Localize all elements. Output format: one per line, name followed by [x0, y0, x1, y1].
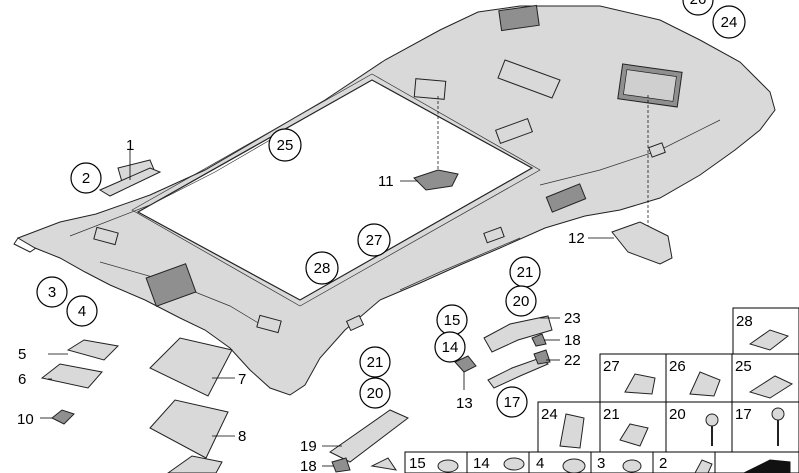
label-23: 23: [564, 310, 581, 327]
svg-text:21: 21: [367, 354, 384, 371]
part-reading-light: [413, 169, 459, 191]
callout-1: 1: [126, 137, 134, 154]
grid-label-20: 20: [669, 406, 686, 423]
label-12: 12: [568, 230, 585, 247]
grid-label-28: 28: [736, 313, 753, 330]
part-visor-cover-5: [66, 339, 120, 361]
callout-20-upper: 20: [505, 285, 537, 317]
svg-text:15: 15: [444, 312, 461, 329]
label-6: 6: [18, 371, 26, 388]
headliner-panel: [13, 4, 776, 396]
grid-label-21: 21: [603, 406, 620, 423]
callout-4: 4: [66, 295, 98, 327]
svg-text:27: 27: [366, 232, 383, 249]
label-18-lower: 18: [300, 458, 317, 473]
svg-text:26: 26: [690, 0, 707, 8]
part-clip-22: [533, 349, 551, 365]
callout-25: 25: [268, 128, 302, 162]
label-19: 19: [300, 438, 317, 455]
callout-28: 28: [305, 251, 339, 285]
label-10: 10: [17, 411, 34, 428]
grid-label-24: 24: [541, 406, 558, 423]
callout-24: 24: [712, 5, 746, 39]
callout-3: 3: [36, 276, 68, 308]
svg-text:3: 3: [48, 284, 56, 301]
part-clip-18-upper: [531, 333, 547, 347]
label-5: 5: [18, 346, 26, 363]
label-7: 7: [238, 371, 246, 388]
svg-text:28: 28: [314, 260, 331, 277]
svg-text:20: 20: [513, 293, 530, 310]
parts-grid: 28 27 26 25 24 21 20 17 15 14: [404, 307, 799, 473]
svg-text:21: 21: [517, 264, 534, 281]
svg-text:4: 4: [78, 303, 86, 320]
callout-26: 26: [682, 0, 714, 16]
grid-label-3: 3: [597, 455, 605, 472]
callout-15: 15: [436, 304, 468, 336]
grid-label-25: 25: [735, 358, 752, 375]
part-bracket-20: [370, 457, 398, 471]
grid-label-27: 27: [603, 358, 620, 375]
part-tray-7: [149, 337, 233, 397]
part-clip-18-lower: [331, 457, 351, 473]
svg-text:17: 17: [504, 394, 521, 411]
grid-label-2: 2: [659, 455, 667, 472]
label-18-upper: 18: [564, 332, 581, 349]
part-handle-rail: [483, 315, 553, 353]
grid-label-26: 26: [669, 358, 686, 375]
part-tray-8: [149, 399, 229, 459]
part-grab-handle-17: [487, 357, 549, 389]
part-bracket-19: [329, 409, 409, 463]
label-22: 22: [564, 352, 581, 369]
grid-label-14: 14: [473, 455, 490, 472]
svg-text:2: 2: [82, 170, 90, 187]
part-tray-9: [167, 455, 223, 473]
part-clip-10: [51, 409, 75, 425]
svg-text:20: 20: [367, 385, 384, 402]
grid-label-17: 17: [735, 406, 752, 423]
label-13: 13: [456, 395, 473, 412]
leader-lines: [40, 150, 614, 467]
callout-14: 14: [434, 331, 466, 363]
grid-label-4: 4: [536, 455, 544, 472]
part-visor-cover-6: [40, 363, 103, 389]
label-11: 11: [378, 173, 394, 190]
callout-21-upper: 21: [509, 256, 541, 288]
grid-label-15: 15: [409, 455, 426, 472]
callout-27: 27: [357, 223, 391, 257]
label-8: 8: [238, 428, 246, 445]
callout-17: 17: [496, 386, 528, 418]
callout-21-lower: 21: [359, 346, 391, 378]
part-interior-light: [611, 221, 673, 265]
part-hook-13: [454, 355, 477, 373]
svg-text:25: 25: [277, 137, 294, 154]
callout-2: 2: [70, 162, 102, 194]
callout-20-lower: 20: [359, 377, 391, 409]
svg-text:14: 14: [442, 339, 459, 356]
svg-text:24: 24: [721, 14, 738, 31]
part-strip-1: [98, 167, 162, 197]
svg-text:1: 1: [126, 137, 134, 154]
